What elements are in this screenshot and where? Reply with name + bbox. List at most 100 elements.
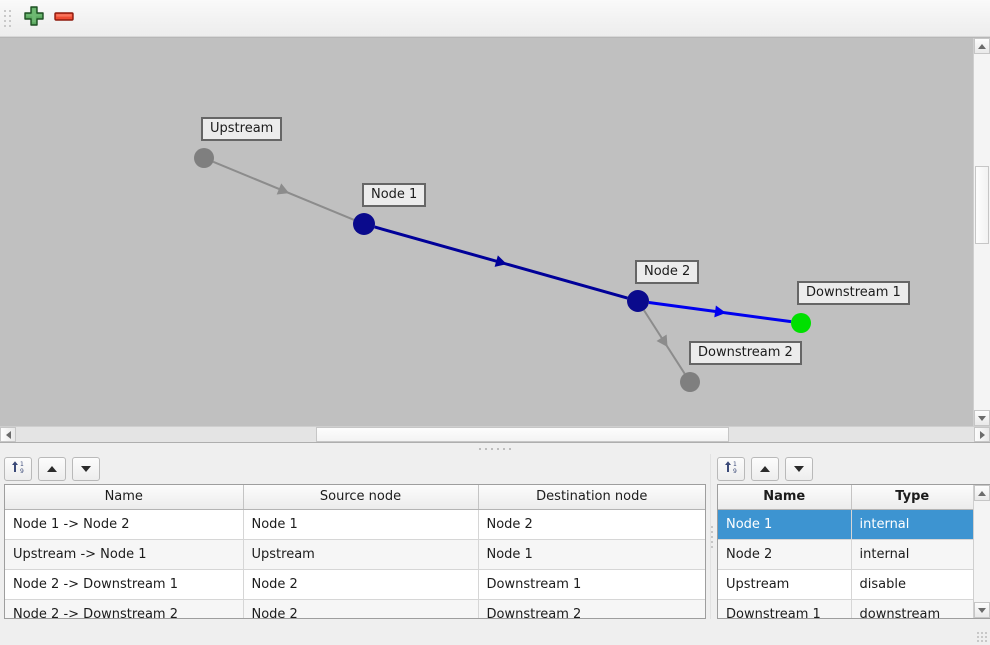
svg-text:1: 1 xyxy=(733,461,737,468)
links-cell-r2-c2[interactable]: Downstream 1 xyxy=(478,569,705,600)
graph-node-downstream2[interactable] xyxy=(680,372,700,392)
graph-svg[interactable] xyxy=(0,38,990,426)
links-cell-r0-c2[interactable]: Node 2 xyxy=(478,509,705,540)
triangle-down-icon xyxy=(792,460,806,479)
triangle-up-icon xyxy=(45,460,59,479)
scroll-up-button[interactable] xyxy=(974,38,990,54)
links-column-header-0[interactable]: Name xyxy=(5,485,244,510)
links-sort-button[interactable]: 1 9 xyxy=(4,457,32,481)
caret-right-icon xyxy=(979,430,985,439)
graph-node-node2[interactable] xyxy=(627,290,649,312)
canvas-vscroll-thumb[interactable] xyxy=(975,166,989,244)
graph-node-label-downstream2[interactable]: Downstream 2 xyxy=(689,341,802,365)
links-cell-r2-c1[interactable]: Node 2 xyxy=(243,569,479,600)
status-bar xyxy=(0,619,990,645)
scroll-down-button[interactable] xyxy=(974,410,990,426)
nodes-cell-r2-c0[interactable]: Upstream xyxy=(718,569,852,600)
nodes-scroll-down-button[interactable] xyxy=(974,602,990,618)
nodes-cell-r1-c1[interactable]: internal xyxy=(851,539,973,570)
vertical-splitter[interactable] xyxy=(710,454,713,619)
graph-node-upstream[interactable] xyxy=(194,148,214,168)
scroll-right-button[interactable] xyxy=(974,427,990,442)
nodes-scroll-up-button[interactable] xyxy=(974,485,990,501)
canvas-vertical-scrollbar[interactable] xyxy=(973,38,990,426)
nodes-cell-r1-c0[interactable]: Node 2 xyxy=(718,539,852,570)
canvas-hscroll-thumb[interactable] xyxy=(316,427,729,442)
window-resize-grip-icon[interactable] xyxy=(977,632,987,642)
canvas-horizontal-scrollbar[interactable] xyxy=(0,426,990,442)
caret-down-icon xyxy=(978,607,986,613)
links-pane-toolbar: 1 9 xyxy=(0,454,710,484)
nodes-cell-r0-c1[interactable]: internal xyxy=(851,509,973,540)
links-move-up-button[interactable] xyxy=(38,457,66,481)
nodes-move-up-button[interactable] xyxy=(751,457,779,481)
links-cell-r2-c0[interactable]: Node 2 -> Downstream 1 xyxy=(5,569,244,600)
sort-ascending-icon: 1 9 xyxy=(723,459,739,479)
add-node-button[interactable] xyxy=(19,4,49,32)
nodes-column-header-1[interactable]: Type xyxy=(851,485,973,510)
graph-node-label-upstream[interactable]: Upstream xyxy=(201,117,283,141)
graph-edge-arrow-node2-downstream2 xyxy=(656,334,668,348)
caret-left-icon xyxy=(5,430,11,439)
triangle-up-icon xyxy=(758,460,772,479)
graph-edge-arrow-upstream-node1 xyxy=(276,183,290,195)
nodes-column-header-0[interactable]: Name xyxy=(718,485,852,510)
caret-up-icon xyxy=(978,490,986,496)
links-cell-r3-c1[interactable]: Node 2 xyxy=(243,599,479,618)
nodes-move-down-button[interactable] xyxy=(785,457,813,481)
toolbar-drag-handle[interactable] xyxy=(3,7,12,29)
nodes-vscroll-track[interactable] xyxy=(974,501,990,602)
scroll-left-button[interactable] xyxy=(0,427,16,442)
links-cell-r0-c1[interactable]: Node 1 xyxy=(243,509,479,540)
splitter-grip-icon xyxy=(479,447,511,450)
links-move-down-button[interactable] xyxy=(72,457,100,481)
nodes-cell-r2-c1[interactable]: disable xyxy=(851,569,973,600)
sort-ascending-icon: 1 9 xyxy=(10,459,26,479)
graph-node-label-node1[interactable]: Node 1 xyxy=(362,183,427,207)
nodes-cell-r3-c1[interactable]: downstream xyxy=(851,599,973,618)
links-cell-r1-c2[interactable]: Node 1 xyxy=(478,539,705,570)
remove-node-button[interactable] xyxy=(49,4,79,32)
graph-node-node1[interactable] xyxy=(353,213,375,235)
links-cell-r3-c2[interactable]: Downstream 2 xyxy=(478,599,705,618)
links-column-header-2[interactable]: Destination node xyxy=(478,485,705,510)
caret-down-icon xyxy=(978,415,986,421)
graph-node-downstream1[interactable] xyxy=(791,313,811,333)
links-cell-r3-c0[interactable]: Node 2 -> Downstream 2 xyxy=(5,599,244,618)
horizontal-splitter[interactable] xyxy=(0,442,990,454)
links-cell-r1-c0[interactable]: Upstream -> Node 1 xyxy=(5,539,244,570)
graph-node-label-downstream1[interactable]: Downstream 1 xyxy=(797,281,910,305)
graph-edge-arrow-node1-node2 xyxy=(494,255,507,267)
nodes-table-vertical-scrollbar[interactable] xyxy=(973,485,990,618)
main-toolbar xyxy=(0,0,990,37)
nodes-cell-r0-c0[interactable]: Node 1 xyxy=(718,509,852,540)
caret-up-icon xyxy=(978,43,986,49)
nodes-sort-button[interactable]: 1 9 xyxy=(717,457,745,481)
graph-node-label-node2[interactable]: Node 2 xyxy=(635,260,700,284)
nodes-cell-r3-c0[interactable]: Downstream 1 xyxy=(718,599,852,618)
links-cell-r1-c1[interactable]: Upstream xyxy=(243,539,479,570)
links-column-header-1[interactable]: Source node xyxy=(243,485,479,510)
canvas-vscroll-track[interactable] xyxy=(974,54,990,410)
links-cell-r0-c0[interactable]: Node 1 -> Node 2 xyxy=(5,509,244,540)
canvas-hscroll-track[interactable] xyxy=(16,427,974,442)
